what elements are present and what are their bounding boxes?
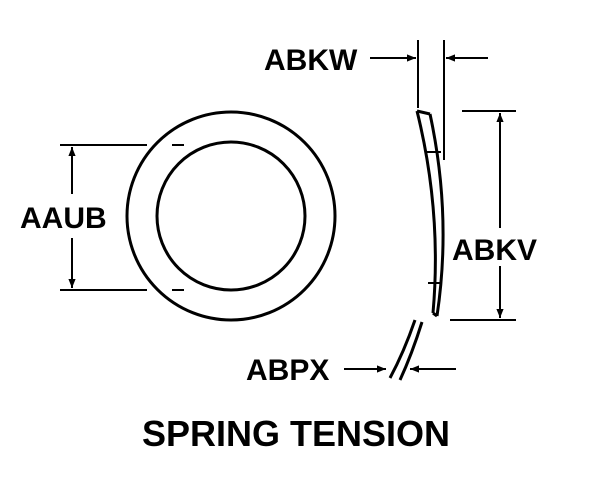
abkw-dimension: ABKW: [264, 40, 488, 160]
washer-outer-circle: [125, 110, 337, 322]
abkv-label: ABKV: [452, 234, 537, 267]
spring-profile-bottom-cap: [432, 311, 438, 318]
abpx-label: ABPX: [246, 354, 329, 387]
spring-tail-inner-edge: [388, 319, 417, 379]
abpx-dimension: ABPX: [246, 354, 456, 387]
abkw-label: ABKW: [264, 44, 358, 77]
washer-front-view: [125, 110, 337, 322]
aaub-dimension: AAUB: [20, 144, 184, 291]
spring-profile-inner-edge: [415, 110, 437, 314]
washer-inner-circle: [155, 140, 307, 292]
spring-profile-outer-edge: [428, 113, 445, 317]
abkv-dimension: ABKV: [450, 110, 537, 321]
aaub-label: AAUB: [20, 202, 107, 235]
spring-side-view: [388, 109, 445, 381]
diagram-title: SPRING TENSION: [142, 413, 450, 454]
spring-profile-top-cap: [416, 109, 431, 116]
spring-tail-outer-edge: [398, 321, 424, 381]
